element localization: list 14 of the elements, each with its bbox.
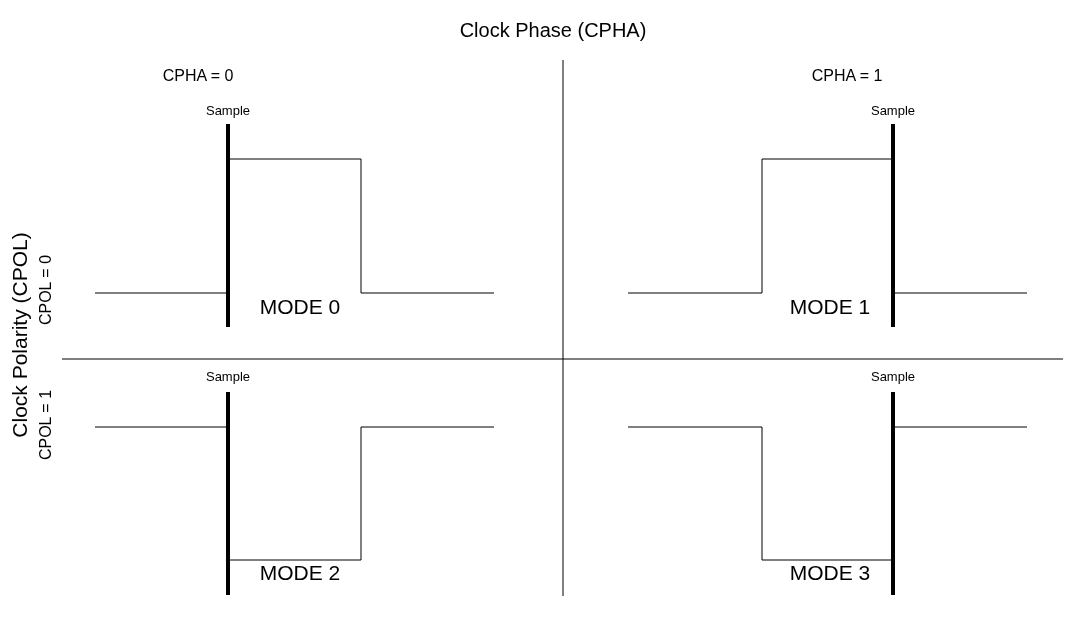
sample-label: Sample (205, 369, 251, 385)
sample-label: Sample (205, 103, 251, 119)
axis-title: Clock Phase (CPHA) (459, 19, 647, 41)
mode-label: MODE 0 (259, 295, 341, 319)
column-heading: CPHA = 1 (811, 67, 883, 85)
row-heading: CPOL = 1 (37, 389, 55, 461)
sample-label: Sample (870, 103, 916, 119)
sample-label: Sample (870, 369, 916, 385)
mode-label: MODE 3 (789, 561, 871, 585)
mode-label: MODE 2 (259, 561, 341, 585)
mode-label: MODE 1 (789, 295, 871, 319)
column-heading: CPHA = 0 (162, 67, 234, 85)
axis-title: Clock Polarity (CPOL) (8, 232, 32, 438)
row-heading: CPOL = 0 (37, 254, 55, 326)
